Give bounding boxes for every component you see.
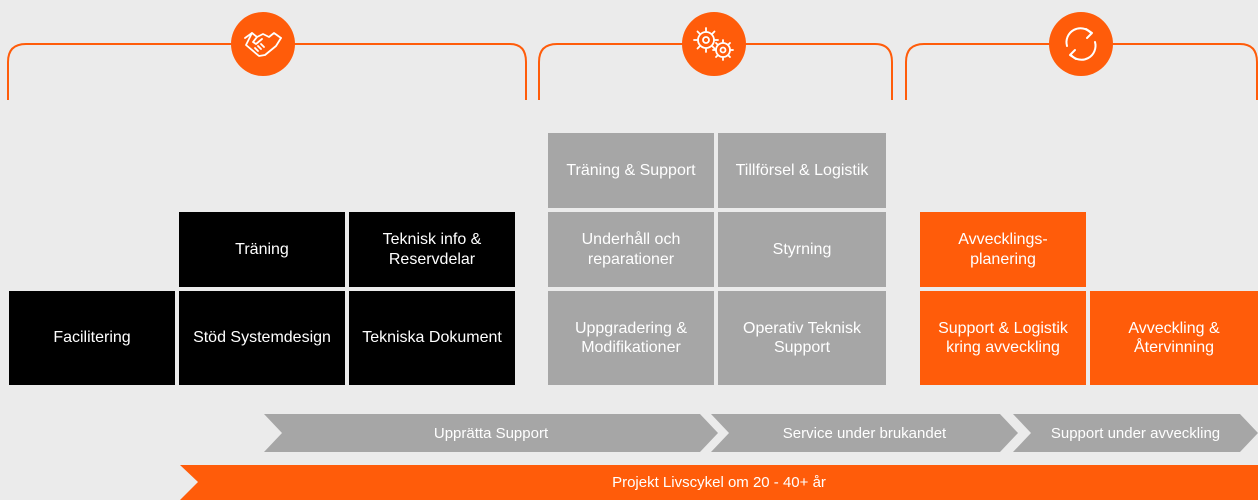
box-operativ-support: Operativ Teknisk Support	[718, 291, 886, 385]
box-uppgradering: Uppgradering & Modifikationer	[548, 291, 714, 385]
arrow-support-under-avveckling: Support under avveckling	[1050, 424, 1221, 442]
box-traning-support: Träning & Support	[548, 133, 714, 208]
arrow-upprätta-support-shape	[264, 414, 718, 452]
arrow-service-under-brukandet: Service under brukandet	[782, 424, 947, 442]
lifecycle-bar-shape	[180, 465, 1258, 500]
box-tillforsel-logistik: Tillförsel & Logistik	[718, 133, 886, 208]
box-traning: Träning	[179, 212, 345, 287]
lifecycle-bar: Projekt Livscykel om 20 - 40+ år	[612, 474, 826, 491]
arrow-upprätta-support: Upprätta Support	[433, 424, 549, 442]
box-support-logistik-avveckling: Support & Logistik kring avveckling	[920, 291, 1086, 385]
box-tekniska-dokument: Tekniska Dokument	[349, 291, 515, 385]
arrow-support-avveckling-shape	[1013, 414, 1258, 452]
box-styrning: Styrning	[718, 212, 886, 287]
box-teknisk-info: Teknisk info & Reservdelar	[349, 212, 515, 287]
cycle-arrows-icon	[1049, 12, 1113, 76]
box-stod-systemdesign: Stöd Systemdesign	[179, 291, 345, 385]
handshake-icon	[231, 12, 295, 76]
gears-icon	[682, 12, 746, 76]
arrow-service-shape	[711, 414, 1018, 452]
box-avvecklingsplanering: Avvecklings-planering	[920, 212, 1086, 287]
box-facilitering: Facilitering	[9, 291, 175, 385]
box-avveckling-atervinning: Avveckling & Återvinning	[1090, 291, 1258, 385]
box-underhall: Underhåll och reparationer	[548, 212, 714, 287]
